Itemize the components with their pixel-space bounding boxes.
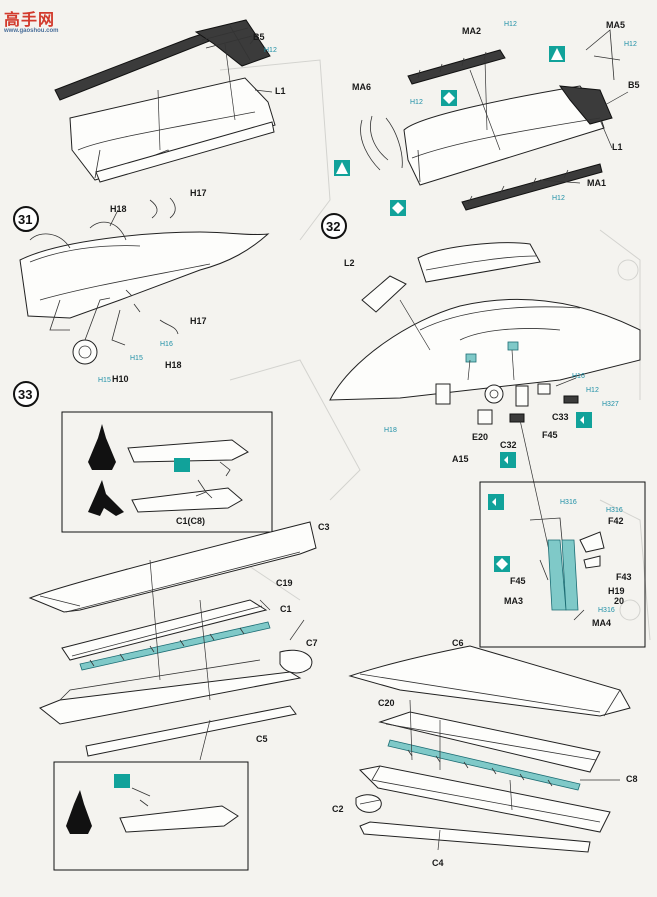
part-label-h17-b: H17: [190, 316, 207, 326]
part-label-c3: C3: [318, 522, 330, 532]
step-31-number: 31: [18, 212, 32, 227]
glue-marker-icon: [174, 458, 190, 472]
part-label-c4: C4: [432, 858, 444, 868]
jet-silhouette-swept: [88, 424, 116, 470]
part-label-h18-a: H18: [110, 204, 127, 214]
part-label-h316-b: H316: [606, 507, 623, 514]
part-label-h15: H15: [130, 355, 143, 362]
part-label-20: 20: [614, 596, 624, 606]
part-label-f45: F45: [542, 430, 558, 440]
part-label-c19: C19: [276, 578, 293, 588]
part-label-f42: F42: [608, 516, 624, 526]
part-label-c1: C1: [280, 604, 292, 614]
part-label-c32: C32: [500, 440, 517, 450]
part-label-ma6: MA6: [352, 82, 371, 92]
step-32-assembly: 32 L2 H16 H12 H327 C33 H18 A15 E20 C32 F: [321, 213, 641, 601]
step-33-assembly: 33 C1(C8) C3 C19 C1 C7 C5: [13, 381, 330, 871]
assembly-canopy-right: MA2 H12 MA5 H12 MA6 H12 B5 L1 MA1 H12: [334, 20, 640, 216]
part-label-h17-a: H17: [190, 188, 207, 198]
part-label-h16-a: H16: [160, 341, 173, 348]
part-label-l2: L2: [344, 258, 355, 268]
part-label-l1-right: L1: [612, 142, 623, 152]
watermark-brand: 高手网: [4, 12, 56, 29]
part-label-h12-top: H12: [264, 47, 277, 54]
part-label-h316-a: H316: [560, 499, 577, 506]
part-label-f43: F43: [616, 572, 632, 582]
step-31-assembly: 31 H18 H17 H17 H16 H18 H15 H10 H15: [13, 188, 270, 384]
part-label-h12-d: H12: [552, 195, 565, 202]
part-label-h16-b: H16: [572, 373, 585, 380]
part-label-h18-b: H18: [165, 360, 182, 370]
part-label-c5: C5: [256, 734, 268, 744]
part-label-f45-b: F45: [510, 576, 526, 586]
part-label-l1-top: L1: [275, 86, 286, 96]
part-label-h12-c: H12: [410, 99, 423, 106]
step-32-badge: [321, 213, 347, 239]
part-label-h15-b: H15: [98, 377, 111, 384]
part-label-ma4: MA4: [592, 618, 611, 628]
glue-marker-icon: [114, 774, 130, 788]
part-label-c2: C2: [332, 804, 344, 814]
part-label-ma5: MA5: [606, 20, 625, 30]
part-label-ma2: MA2: [462, 26, 481, 36]
inset-seat-detail: H316 H316 F42 F43 F45 H19 20 H316 MA3 MA…: [479, 481, 646, 648]
right-wing-assembly: C6 C20 C8 C2 C4: [332, 638, 638, 868]
part-label-b5-right: B5: [628, 80, 640, 90]
part-label-h12-e: H12: [586, 387, 599, 394]
part-label-c8: C8: [626, 774, 638, 784]
watermark-url: www.gaoshou.com: [4, 28, 59, 34]
step-33-number: 33: [18, 387, 32, 402]
part-label-c7: C7: [306, 638, 318, 648]
part-label-b5-top: B5: [253, 32, 265, 42]
part-label-ma1: MA1: [587, 178, 606, 188]
watermark-logo: 高手网 www.gaoshou.com: [4, 6, 58, 34]
part-label-h12-b: H12: [624, 41, 637, 48]
part-label-ma3: MA3: [504, 596, 523, 606]
part-label-e20: E20: [472, 432, 488, 442]
assembly-canopy-left: B5 H12 L1: [54, 19, 286, 183]
step-33-badge: [13, 381, 39, 407]
step-31-badge: [13, 206, 39, 232]
part-label-h10: H10: [112, 374, 129, 384]
jet-silhouette-spread: [88, 480, 124, 516]
part-label-c33: C33: [552, 412, 569, 422]
part-label-h18-c: H18: [384, 427, 397, 434]
part-label-h19: H19: [608, 586, 625, 596]
part-label-h12-a: H12: [504, 21, 517, 28]
part-label-c1c8: C1(C8): [176, 516, 205, 526]
part-label-h327: H327: [602, 401, 619, 408]
part-label-c20: C20: [378, 698, 395, 708]
part-label-h316-c: H316: [598, 607, 615, 614]
jet-silhouette-swept-lower: [66, 790, 92, 834]
part-label-a15: A15: [452, 454, 469, 464]
part-label-c6: C6: [452, 638, 464, 648]
step-32-number: 32: [326, 219, 340, 234]
